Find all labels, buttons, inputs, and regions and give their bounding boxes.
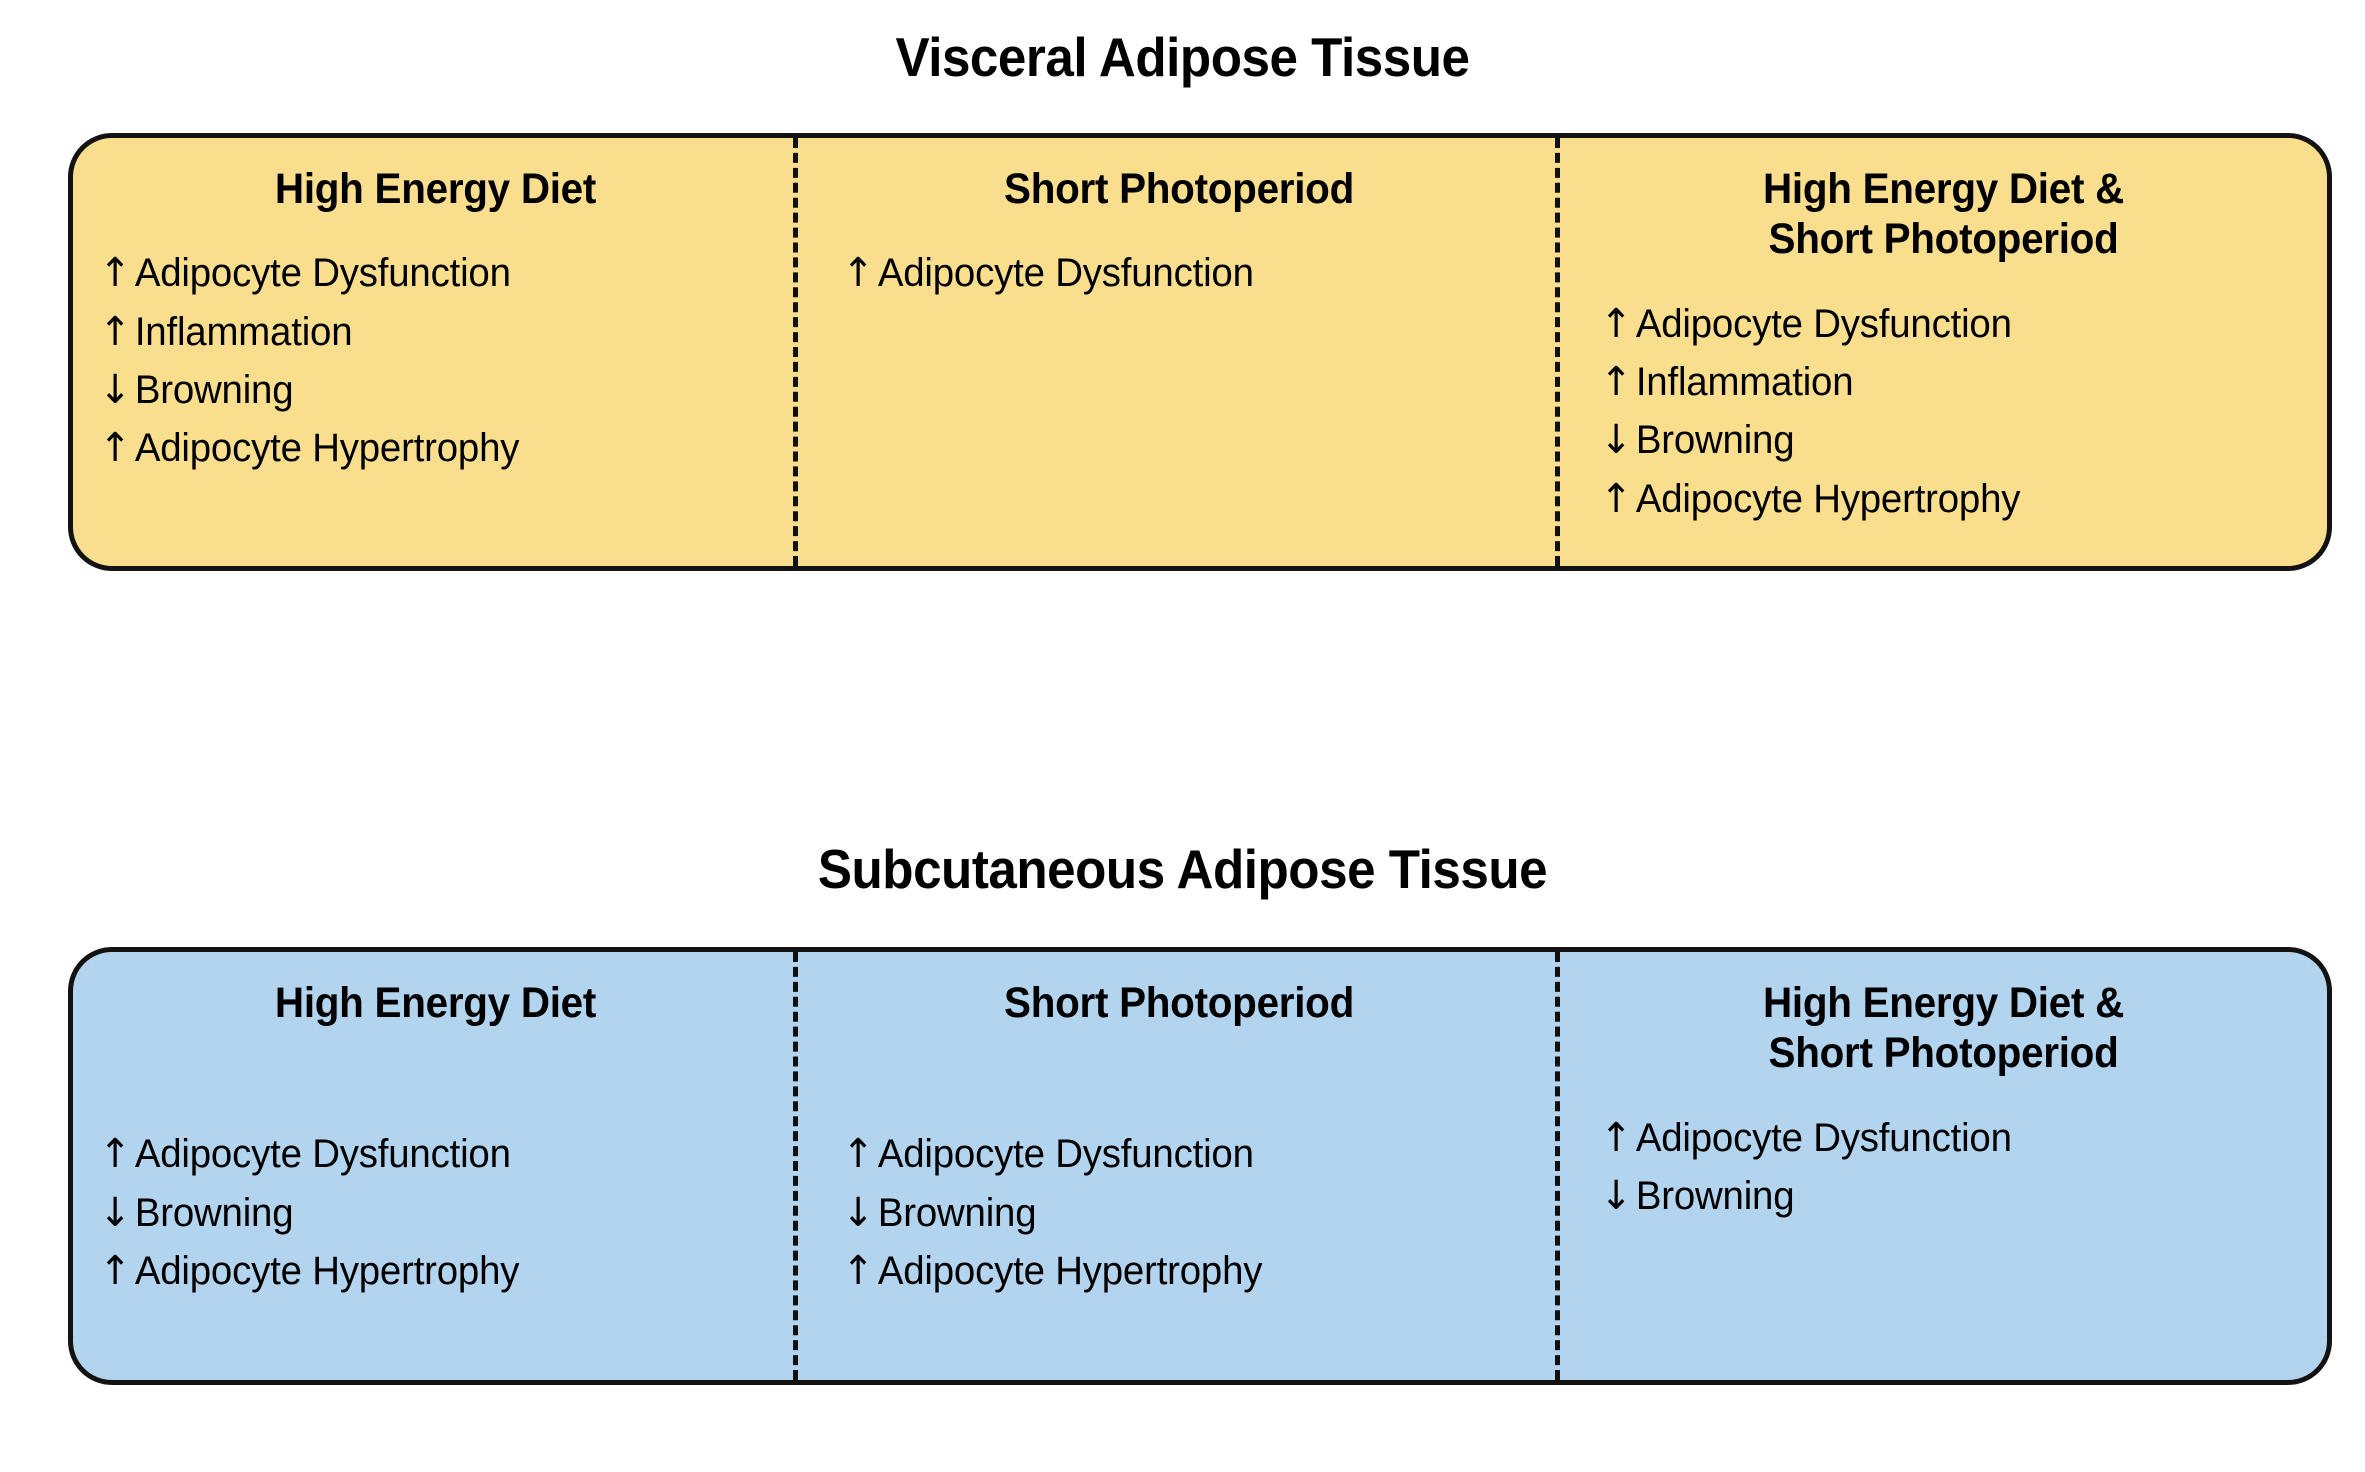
subcutaneous-column-short-photoperiod: Short Photoperiod ↑Adipocyte Dysfunction… [798, 952, 1560, 1380]
list-item-label: Adipocyte Dysfunction [877, 251, 1254, 296]
subcutaneous-column-high-energy-diet: High Energy Diet ↑Adipocyte Dysfunction … [73, 952, 798, 1380]
header-line: Short Photoperiod [1004, 979, 1354, 1027]
header-line: High Energy Diet & [1762, 165, 2124, 213]
visceral-column-high-energy-diet: High Energy Diet ↑Adipocyte Dysfunction … [73, 138, 798, 566]
visceral-column-2-header: Short Photoperiod [821, 164, 1537, 214]
down-arrow-icon: ↓ [1600, 417, 1632, 464]
down-arrow-icon: ↓ [1600, 1172, 1632, 1219]
up-arrow-icon: ↑ [99, 1131, 131, 1178]
list-item: ↑Adipocyte Dysfunction [99, 244, 760, 302]
subcutaneous-column-2-header: Short Photoperiod [821, 978, 1537, 1028]
up-arrow-icon: ↑ [99, 425, 131, 472]
visceral-column-high-energy-diet-and-short-photoperiod: High Energy Diet & Short Photoperiod ↑Ad… [1560, 138, 2327, 566]
up-arrow-icon: ↑ [99, 250, 131, 297]
list-item: ↑Adipocyte Hypertrophy [99, 419, 760, 477]
list-item-label: Adipocyte Dysfunction [1635, 301, 2012, 346]
list-item-label: Browning [1635, 1173, 1795, 1218]
up-arrow-icon: ↑ [1600, 300, 1632, 347]
header-line: Short Photoperiod [1004, 165, 1354, 213]
list-item: ↓Browning [1600, 411, 2288, 469]
subcutaneous-column-2-item-list: ↑Adipocyte Dysfunction ↓Browning ↑Adipoc… [798, 1125, 1560, 1300]
list-item-label: Browning [134, 368, 294, 413]
list-item-label: Adipocyte Hypertrophy [134, 1249, 520, 1294]
up-arrow-icon: ↑ [842, 1131, 874, 1178]
list-item: ↑Adipocyte Hypertrophy [842, 1242, 1522, 1300]
subcutaneous-column-high-energy-diet-and-short-photoperiod: High Energy Diet & Short Photoperiod ↑Ad… [1560, 952, 2327, 1380]
visceral-column-1-header: High Energy Diet [95, 164, 777, 214]
list-item: ↑Adipocyte Dysfunction [99, 1125, 760, 1183]
list-item: ↑Inflammation [1600, 353, 2288, 411]
list-item: ↓Browning [1600, 1167, 2288, 1225]
subcutaneous-adipose-tissue-group: Subcutaneous Adipose Tissue High Energy … [0, 838, 2365, 1385]
list-item-label: Inflammation [134, 309, 353, 354]
visceral-column-short-photoperiod: Short Photoperiod ↑Adipocyte Dysfunction [798, 138, 1560, 566]
down-arrow-icon: ↓ [842, 1189, 874, 1236]
list-item-label: Adipocyte Dysfunction [877, 1132, 1254, 1177]
list-item: ↓Browning [99, 361, 760, 419]
header-line: High Energy Diet [274, 979, 597, 1027]
column-divider-2 [1555, 952, 1560, 1380]
list-item: ↓Browning [99, 1184, 760, 1242]
header-line: Short Photoperiod [1768, 1029, 2119, 1078]
down-arrow-icon: ↓ [99, 1189, 131, 1236]
visceral-column-1-item-list: ↑Adipocyte Dysfunction ↑Inflammation ↓Br… [73, 244, 798, 478]
subcutaneous-column-3-header: High Energy Diet & Short Photoperiod [1583, 978, 2304, 1079]
list-item-label: Browning [1635, 418, 1795, 463]
subcutaneous-panel-title: Subcutaneous Adipose Tissue [817, 838, 1548, 900]
up-arrow-icon: ↑ [99, 308, 131, 355]
visceral-panel-box: High Energy Diet ↑Adipocyte Dysfunction … [68, 133, 2332, 571]
subcutaneous-column-3-item-list: ↑Adipocyte Dysfunction ↓Browning [1560, 1109, 2327, 1226]
list-item-label: Adipocyte Hypertrophy [134, 426, 520, 471]
column-divider-1 [793, 138, 798, 566]
up-arrow-icon: ↑ [1600, 475, 1632, 522]
down-arrow-icon: ↓ [99, 367, 131, 414]
up-arrow-icon: ↑ [99, 1248, 131, 1295]
visceral-panel-title: Visceral Adipose Tissue [895, 26, 1470, 88]
list-item-label: Adipocyte Hypertrophy [877, 1249, 1263, 1294]
list-item-label: Adipocyte Hypertrophy [1635, 476, 2021, 521]
list-item-label: Adipocyte Dysfunction [134, 1132, 511, 1177]
list-item: ↑Adipocyte Hypertrophy [99, 1242, 760, 1300]
up-arrow-icon: ↑ [1600, 1114, 1632, 1161]
visceral-column-2-item-list: ↑Adipocyte Dysfunction [798, 244, 1560, 302]
subcutaneous-panel-box: High Energy Diet ↑Adipocyte Dysfunction … [68, 947, 2332, 1385]
list-item: ↓Browning [842, 1184, 1522, 1242]
list-item: ↑Adipocyte Dysfunction [842, 1125, 1522, 1183]
list-item-label: Adipocyte Dysfunction [134, 251, 511, 296]
list-item: ↑Inflammation [99, 303, 760, 361]
column-divider-1 [793, 952, 798, 1380]
column-divider-2 [1555, 138, 1560, 566]
list-item-label: Adipocyte Dysfunction [1635, 1115, 2012, 1160]
list-item: ↑Adipocyte Dysfunction [842, 244, 1522, 302]
visceral-column-3-header: High Energy Diet & Short Photoperiod [1583, 164, 2304, 265]
up-arrow-icon: ↑ [842, 1248, 874, 1295]
subcutaneous-column-1-header: High Energy Diet [95, 978, 777, 1028]
list-item: ↑Adipocyte Dysfunction [1600, 1109, 2288, 1167]
header-line: High Energy Diet [274, 165, 597, 213]
header-line: Short Photoperiod [1768, 215, 2119, 264]
list-item: ↑Adipocyte Hypertrophy [1600, 470, 2288, 528]
list-item-label: Browning [134, 1190, 294, 1235]
header-line: High Energy Diet & [1762, 979, 2124, 1027]
list-item-label: Browning [877, 1190, 1037, 1235]
list-item: ↑Adipocyte Dysfunction [1600, 295, 2288, 353]
subcutaneous-column-1-item-list: ↑Adipocyte Dysfunction ↓Browning ↑Adipoc… [73, 1125, 798, 1300]
visceral-adipose-tissue-group: Visceral Adipose Tissue High Energy Diet… [0, 26, 2365, 571]
up-arrow-icon: ↑ [1600, 358, 1632, 405]
visceral-column-3-item-list: ↑Adipocyte Dysfunction ↑Inflammation ↓Br… [1560, 295, 2327, 529]
list-item-label: Inflammation [1635, 359, 1854, 404]
up-arrow-icon: ↑ [842, 250, 874, 297]
